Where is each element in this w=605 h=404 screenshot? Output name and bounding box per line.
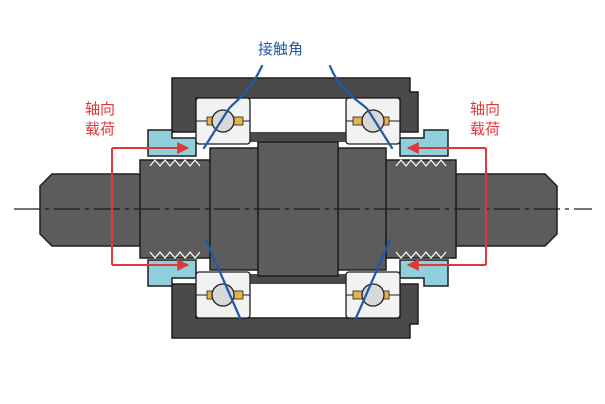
contact-angle-label: 接触角 bbox=[258, 40, 304, 58]
shaft bbox=[14, 141, 592, 277]
axial-load-left-label-line1: 轴向 bbox=[85, 100, 116, 118]
lock-nut-right-bottom bbox=[399, 259, 449, 287]
housing-spacer-top bbox=[250, 132, 346, 142]
axial-load-right-label-line1: 轴向 bbox=[470, 100, 501, 118]
contact-line-top-right bbox=[328, 64, 394, 150]
axial-load-right-label-line2: 载荷 bbox=[470, 120, 501, 138]
thread-teeth-right-top bbox=[395, 159, 447, 167]
lock-nut-left-top bbox=[147, 129, 197, 157]
thread-teeth-left-bottom bbox=[149, 251, 201, 259]
thread-teeth-right-bottom bbox=[395, 251, 447, 259]
housing-spacer-bottom bbox=[250, 274, 346, 284]
thread-teeth-left-top bbox=[149, 159, 201, 167]
contact-line-bottom-right bbox=[354, 238, 392, 320]
contact-angle-lines bbox=[202, 64, 394, 320]
contact-line-top-left bbox=[202, 64, 264, 150]
lock-nut-left-bottom bbox=[147, 259, 197, 287]
contact-line-bottom-left bbox=[204, 238, 242, 320]
axial-load-arrows bbox=[111, 142, 487, 271]
axial-load-left-label-line2: 载荷 bbox=[85, 120, 116, 138]
bearing-top-left bbox=[195, 97, 251, 145]
lock-nut-right-top bbox=[399, 129, 449, 157]
shaft-end-left bbox=[39, 173, 141, 247]
bearing-top-right bbox=[345, 97, 401, 145]
shaft-end-right bbox=[455, 173, 558, 247]
